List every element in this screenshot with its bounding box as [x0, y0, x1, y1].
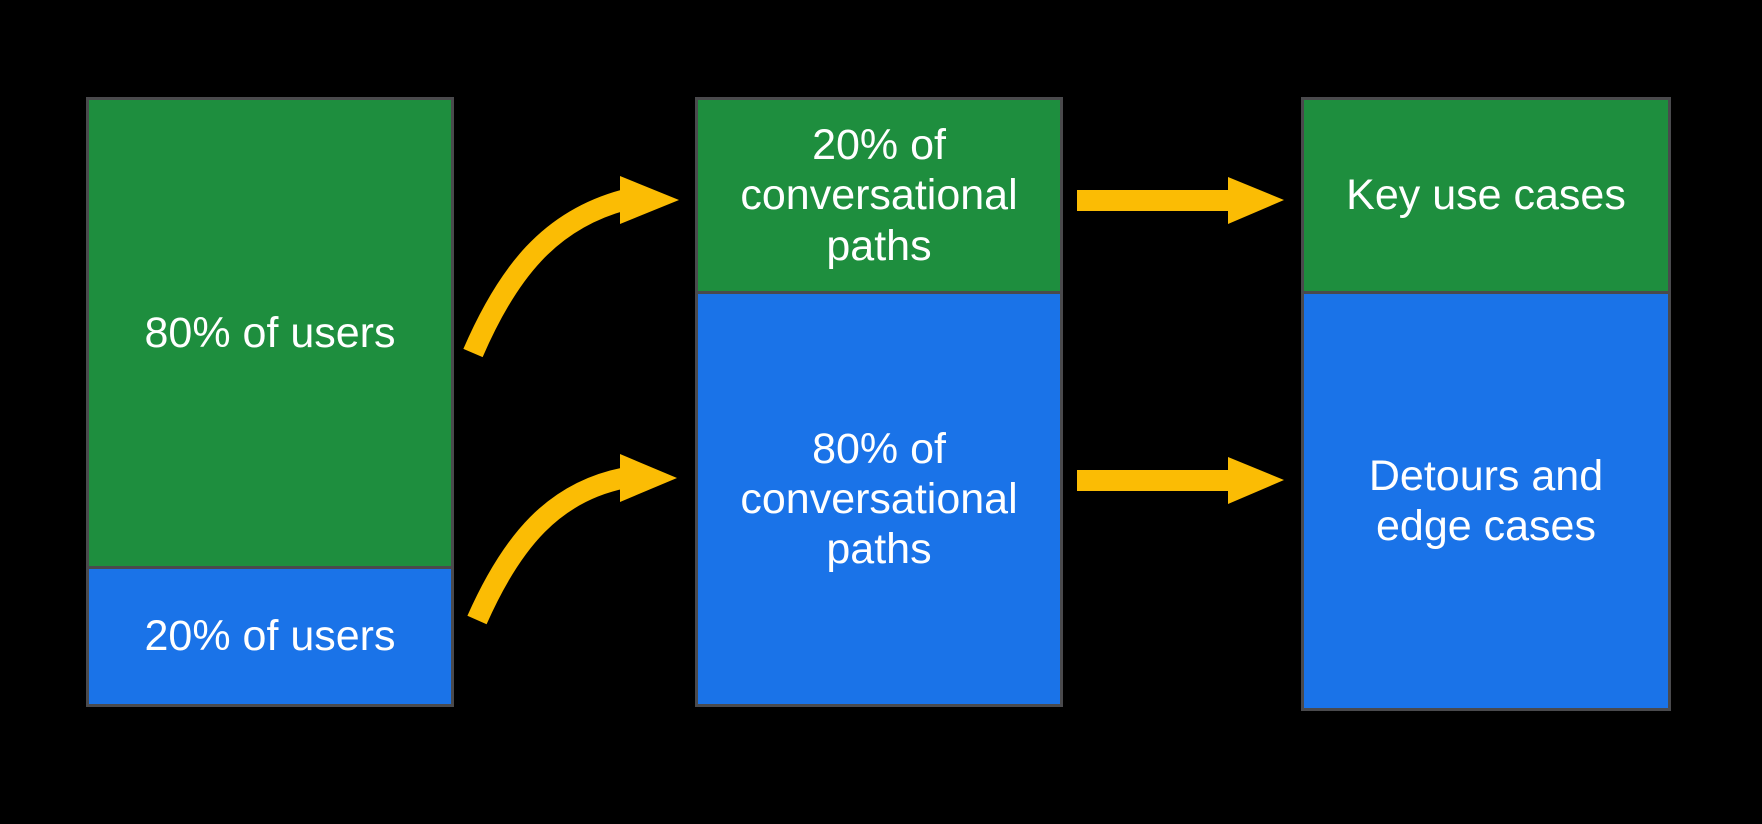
users-80-label: 80% of users — [144, 308, 396, 357]
detours-edge-cases-segment: Detours and edge cases — [1304, 291, 1668, 708]
key-use-cases-segment: Key use cases — [1304, 100, 1668, 291]
users-80-segment: 80% of users — [89, 100, 451, 566]
straight-arrow-bottom — [1077, 457, 1284, 504]
bar-use-cases: Key use cases Detours and edge cases — [1301, 97, 1671, 711]
curved-arrow-bottom — [467, 454, 677, 625]
users-20-label: 20% of users — [144, 612, 396, 661]
users-20-segment: 20% of users — [89, 566, 451, 704]
detours-edge-cases-label: Detours and edge cases — [1368, 451, 1604, 550]
curved-arrow-top — [463, 176, 679, 358]
key-use-cases-label: Key use cases — [1346, 171, 1626, 220]
curved-arrow-bottom-head-icon — [620, 454, 677, 502]
straight-arrow-bottom-shaft — [1077, 470, 1229, 491]
straight-arrow-top-head-icon — [1228, 177, 1284, 224]
curved-arrow-bottom-shaft — [467, 467, 627, 625]
curved-arrow-top-shaft — [463, 189, 627, 358]
paths-20-label: 20% of conversational paths — [740, 121, 1018, 270]
straight-arrow-bottom-head-icon — [1228, 457, 1284, 504]
straight-arrow-top-shaft — [1077, 190, 1229, 211]
curved-arrow-top-head-icon — [620, 176, 679, 224]
straight-arrow-top — [1077, 177, 1284, 224]
paths-80-segment: 80% of conversational paths — [698, 291, 1060, 704]
paths-20-segment: 20% of conversational paths — [698, 100, 1060, 291]
paths-80-label: 80% of conversational paths — [740, 424, 1018, 574]
bar-users: 80% of users 20% of users — [86, 97, 454, 707]
bar-conversational-paths: 20% of conversational paths 80% of conve… — [695, 97, 1063, 707]
